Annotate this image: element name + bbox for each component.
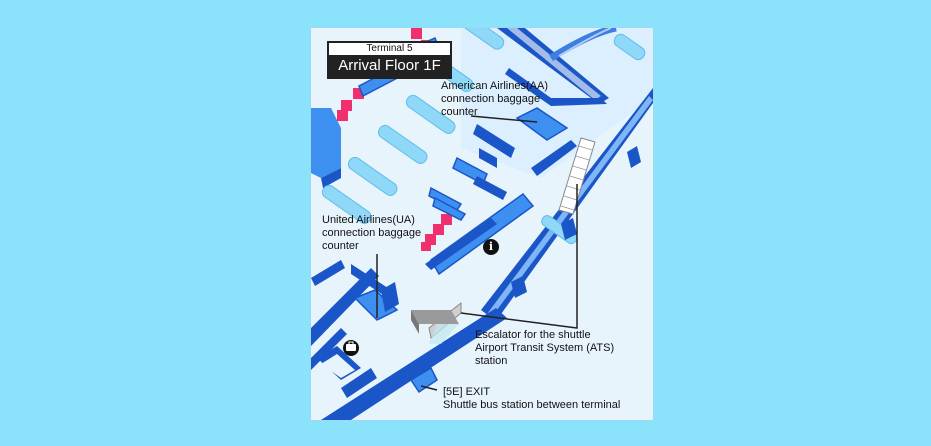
terminal-map: i Terminal 5 Arrival Floor 1F <box>310 27 654 421</box>
terminal-label: Terminal 5 <box>329 43 450 55</box>
ua-pink-counters <box>421 214 452 251</box>
baggage-claim-icon <box>343 340 359 356</box>
counter-block <box>311 108 341 178</box>
american-airlines-label: American Airlines(AA) connection baggage… <box>441 80 548 118</box>
exit-label: [5E] EXIT Shuttle bus station between te… <box>443 386 621 411</box>
aa-counter <box>515 107 569 141</box>
floor-plan <box>311 28 653 420</box>
escalator-label: Escalator for the shuttle Airport Transi… <box>475 329 615 367</box>
united-airlines-label: United Airlines(UA) connection baggage c… <box>322 214 422 252</box>
ats-escalator <box>411 301 462 344</box>
wall-bottom <box>321 308 507 420</box>
floor-label: Arrival Floor 1F <box>338 57 441 74</box>
escalator-upper <box>558 137 596 215</box>
ua-counter <box>353 289 399 321</box>
pointer-lines <box>376 115 578 391</box>
information-icon: i <box>483 239 499 255</box>
map-title-box: Terminal 5 Arrival Floor 1F <box>327 41 452 79</box>
